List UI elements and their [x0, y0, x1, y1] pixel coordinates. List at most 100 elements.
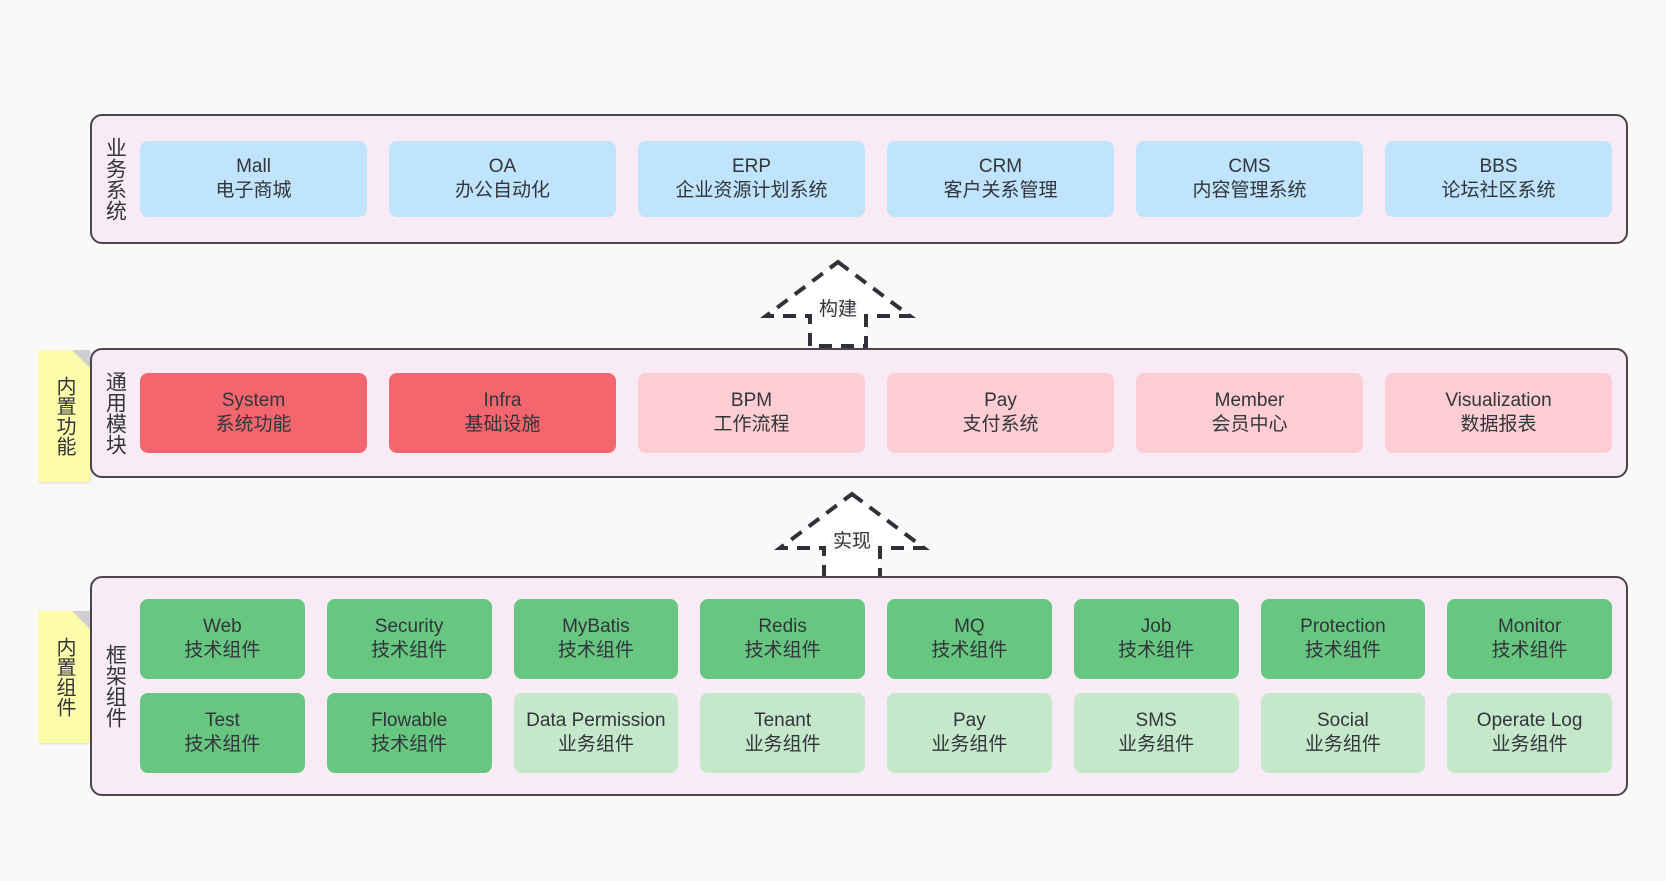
- node-test-subtitle: 技术组件: [184, 734, 261, 755]
- node-oa-title: OA: [488, 156, 517, 178]
- note-builtin-function: 内置功能: [38, 350, 90, 482]
- node-cms[interactable]: CMS 内容管理系统: [1136, 141, 1363, 217]
- node-protection-subtitle: 技术组件: [1304, 640, 1381, 661]
- node-flowable[interactable]: Flowable 技术组件: [326, 693, 492, 773]
- node-visualization-title: Visualization: [1445, 390, 1552, 412]
- node-erp-subtitle: 企业资源计划系统: [675, 180, 828, 201]
- node-bpm-subtitle: 工作流程: [713, 414, 790, 435]
- node-erp-title: ERP: [731, 156, 772, 178]
- node-member[interactable]: Member 会员中心: [1136, 373, 1363, 453]
- layer-title-business-system: 业务系统: [103, 137, 127, 221]
- node-flowable-subtitle: 技术组件: [371, 734, 448, 755]
- layer-title-common-module: 通用模块: [103, 371, 127, 455]
- node-crm-subtitle: 客户关系管理: [943, 180, 1058, 201]
- node-sms[interactable]: SMS 业务组件: [1073, 693, 1239, 773]
- node-redis-subtitle: 技术组件: [744, 640, 821, 661]
- node-mq[interactable]: MQ 技术组件: [887, 599, 1052, 679]
- node-redis[interactable]: Redis 技术组件: [700, 599, 865, 679]
- row-common-modules: System 系统功能 Infra 基础设施 BPM 工作流程 Pay 支付系统…: [140, 373, 1612, 453]
- node-system[interactable]: System 系统功能: [140, 373, 367, 453]
- node-monitor-subtitle: 技术组件: [1491, 640, 1568, 661]
- node-tenant[interactable]: Tenant 业务组件: [700, 693, 865, 773]
- node-sms-title: SMS: [1135, 710, 1177, 732]
- node-test-title: Test: [204, 710, 240, 732]
- node-operate-log[interactable]: Operate Log 业务组件: [1447, 693, 1612, 773]
- node-social-title: Social: [1317, 710, 1369, 732]
- row-business-systems: Mall 电子商城 OA 办公自动化 ERP 企业资源计划系统 CRM 客户关系…: [140, 141, 1612, 217]
- node-pay-component-title: Pay: [953, 710, 986, 732]
- node-cms-subtitle: 内容管理系统: [1192, 180, 1307, 201]
- node-infra-subtitle: 基础设施: [464, 414, 541, 435]
- node-erp[interactable]: ERP 企业资源计划系统: [638, 141, 865, 217]
- node-pay-component[interactable]: Pay 业务组件: [887, 693, 1052, 773]
- node-operate-log-subtitle: 业务组件: [1491, 734, 1568, 755]
- layer-body-business-system: Mall 电子商城 OA 办公自动化 ERP 企业资源计划系统 CRM 客户关系…: [136, 116, 1626, 242]
- node-mybatis-title: MyBatis: [562, 616, 630, 638]
- node-oa[interactable]: OA 办公自动化: [389, 141, 616, 217]
- node-protection[interactable]: Protection 技术组件: [1260, 599, 1426, 679]
- node-web[interactable]: Web 技术组件: [140, 599, 305, 679]
- node-web-subtitle: 技术组件: [184, 640, 261, 661]
- node-bpm[interactable]: BPM 工作流程: [638, 373, 865, 453]
- connector-implement: 实现: [774, 490, 930, 582]
- node-job-title: Job: [1140, 616, 1172, 638]
- node-sms-subtitle: 业务组件: [1118, 734, 1195, 755]
- connector-build: 构建: [760, 258, 916, 350]
- node-redis-title: Redis: [758, 616, 807, 638]
- node-system-title: System: [221, 390, 286, 412]
- node-bbs-title: BBS: [1479, 156, 1518, 178]
- layer-framework-component: 框架组件 Web 技术组件 Security 技术组件 MyBatis 技术组件…: [90, 576, 1628, 796]
- layer-body-framework-component: Web 技术组件 Security 技术组件 MyBatis 技术组件 Redi…: [136, 578, 1626, 794]
- note-fold-corner-icon: [72, 350, 90, 368]
- layer-title-framework-component: 框架组件: [103, 644, 127, 728]
- node-security[interactable]: Security 技术组件: [326, 599, 492, 679]
- node-pay-component-subtitle: 业务组件: [931, 734, 1008, 755]
- node-member-title: Member: [1214, 390, 1285, 412]
- node-cms-title: CMS: [1228, 156, 1271, 178]
- node-bbs-subtitle: 论坛社区系统: [1441, 180, 1556, 201]
- node-social[interactable]: Social 业务组件: [1260, 693, 1426, 773]
- node-mybatis-subtitle: 技术组件: [557, 640, 634, 661]
- node-member-subtitle: 会员中心: [1211, 414, 1288, 435]
- node-operate-log-title: Operate Log: [1476, 710, 1583, 732]
- node-mall-title: Mall: [236, 156, 271, 178]
- node-test[interactable]: Test 技术组件: [140, 693, 305, 773]
- layer-common-module: 通用模块 System 系统功能 Infra 基础设施 BPM 工作流程 Pay…: [90, 348, 1628, 478]
- node-social-subtitle: 业务组件: [1304, 734, 1381, 755]
- layer-business-system: 业务系统 Mall 电子商城 OA 办公自动化 ERP 企业资源计划系统 CRM…: [90, 114, 1628, 244]
- node-tenant-title: Tenant: [754, 710, 812, 732]
- node-data-permission[interactable]: Data Permission 业务组件: [513, 693, 679, 773]
- node-infra[interactable]: Infra 基础设施: [389, 373, 616, 453]
- note-builtin-component: 内置组件: [38, 611, 90, 743]
- node-pay-module[interactable]: Pay 支付系统: [887, 373, 1114, 453]
- node-mq-title: MQ: [954, 616, 985, 638]
- node-data-permission-subtitle: 业务组件: [557, 734, 634, 755]
- node-visualization[interactable]: Visualization 数据报表: [1385, 373, 1612, 453]
- note-fold-corner-icon: [72, 611, 90, 629]
- node-oa-subtitle: 办公自动化: [454, 180, 550, 201]
- node-security-subtitle: 技术组件: [371, 640, 448, 661]
- layer-body-common-module: System 系统功能 Infra 基础设施 BPM 工作流程 Pay 支付系统…: [136, 350, 1626, 476]
- node-mall-subtitle: 电子商城: [215, 180, 292, 201]
- node-crm[interactable]: CRM 客户关系管理: [887, 141, 1114, 217]
- node-protection-title: Protection: [1300, 616, 1386, 638]
- node-job[interactable]: Job 技术组件: [1073, 599, 1239, 679]
- node-flowable-title: Flowable: [371, 710, 448, 732]
- node-web-title: Web: [203, 616, 242, 638]
- node-monitor[interactable]: Monitor 技术组件: [1447, 599, 1612, 679]
- node-bpm-title: BPM: [730, 390, 773, 412]
- node-bbs[interactable]: BBS 论坛社区系统: [1385, 141, 1612, 217]
- row-business-components: Test 技术组件 Flowable 技术组件 Data Permission …: [140, 693, 1612, 773]
- node-pay-module-subtitle: 支付系统: [962, 414, 1039, 435]
- node-infra-title: Infra: [483, 390, 522, 412]
- node-data-permission-title: Data Permission: [526, 710, 666, 732]
- node-mq-subtitle: 技术组件: [931, 640, 1008, 661]
- node-mybatis[interactable]: MyBatis 技术组件: [513, 599, 679, 679]
- note-builtin-function-label: 内置功能: [53, 376, 75, 456]
- node-monitor-title: Monitor: [1497, 616, 1562, 638]
- node-mall[interactable]: Mall 电子商城: [140, 141, 367, 217]
- note-builtin-component-label: 内置组件: [53, 637, 75, 717]
- row-tech-components: Web 技术组件 Security 技术组件 MyBatis 技术组件 Redi…: [140, 599, 1612, 679]
- node-job-subtitle: 技术组件: [1118, 640, 1195, 661]
